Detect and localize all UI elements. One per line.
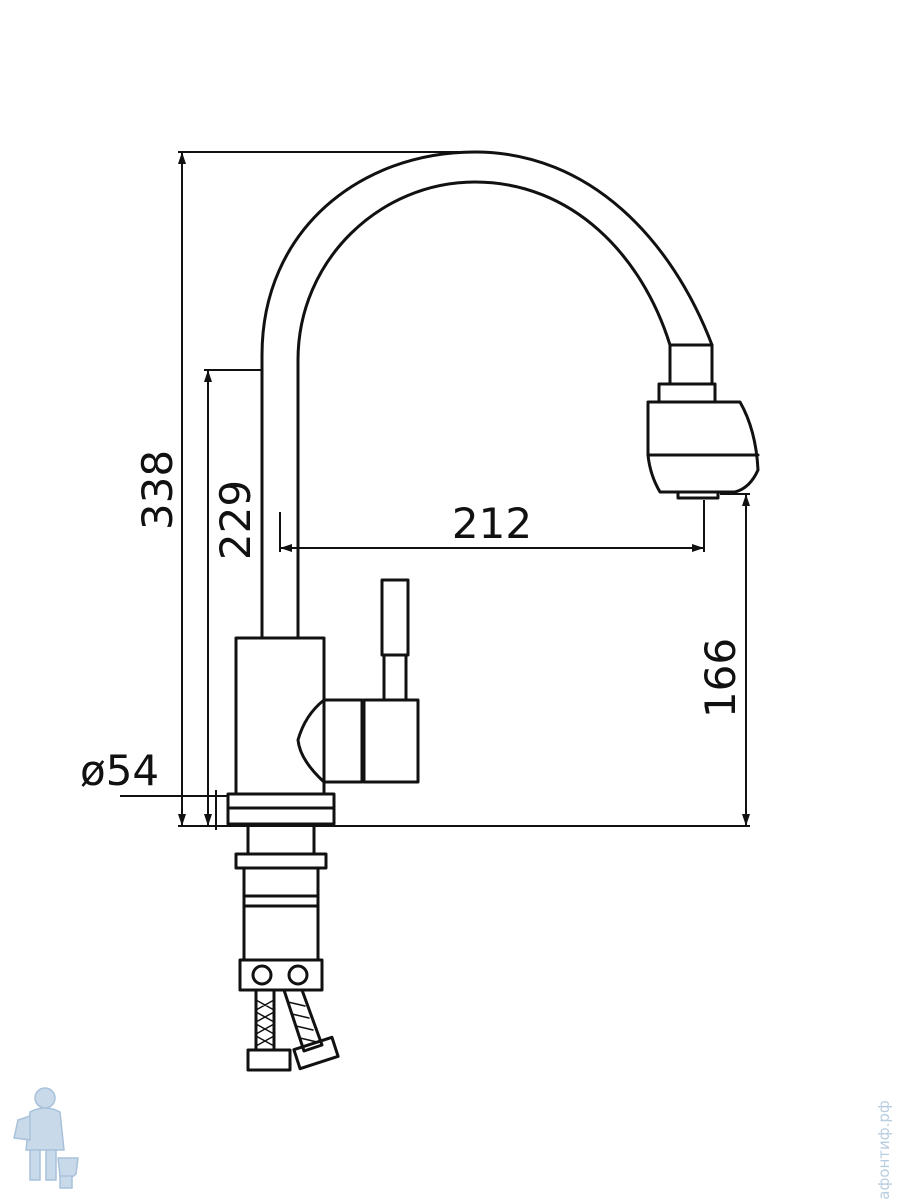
arrow-338-bottom (178, 814, 186, 826)
spout-inner-arc (296, 180, 672, 386)
arrow-338-top (178, 152, 186, 164)
shank-body (242, 866, 320, 962)
supply-hoses (246, 988, 340, 1072)
lever-hub (362, 698, 420, 784)
arrow-166-bottom (742, 814, 750, 826)
arrow-212-left (280, 544, 292, 552)
hose-left-braid (255, 999, 275, 1047)
spray-head-body (646, 400, 760, 494)
hose-left-fitting (246, 1048, 292, 1072)
watermark-text: афонтиф.рф (875, 1100, 893, 1199)
shank-washer (234, 852, 328, 870)
spout (260, 150, 714, 640)
hose-right (282, 988, 324, 1053)
hose-port-left (251, 964, 273, 986)
dim-54-label: ø54 (80, 746, 159, 795)
dim-338-label: 338 (133, 450, 182, 530)
arrow-229-bottom (204, 814, 212, 826)
shank-neck (246, 822, 316, 856)
dim-229-label: 229 (211, 480, 260, 560)
arrow-229-top (204, 370, 212, 382)
lever-grip (380, 578, 410, 657)
shank-nut (238, 958, 324, 992)
dim-212-label: 212 (452, 499, 532, 548)
arrow-166-top (742, 494, 750, 506)
dim-166-label: 166 (696, 638, 745, 718)
plumber-mascot-icon (13, 1087, 79, 1189)
hose-port-right (287, 964, 309, 986)
lever-handle (362, 578, 420, 784)
hose-right-braid (287, 1001, 318, 1043)
base-plate (226, 806, 336, 826)
spray-head (646, 382, 760, 500)
valve-side-boss (296, 698, 364, 784)
lever-neck (382, 653, 408, 702)
base-flange (226, 792, 336, 810)
arrow-212-right (692, 544, 704, 552)
spray-head-collar (657, 382, 717, 404)
mounting-shank (234, 822, 328, 992)
spout-outer-arc (260, 150, 714, 386)
spray-head-nozzle (676, 490, 720, 500)
hose-right-fitting (292, 1035, 340, 1071)
